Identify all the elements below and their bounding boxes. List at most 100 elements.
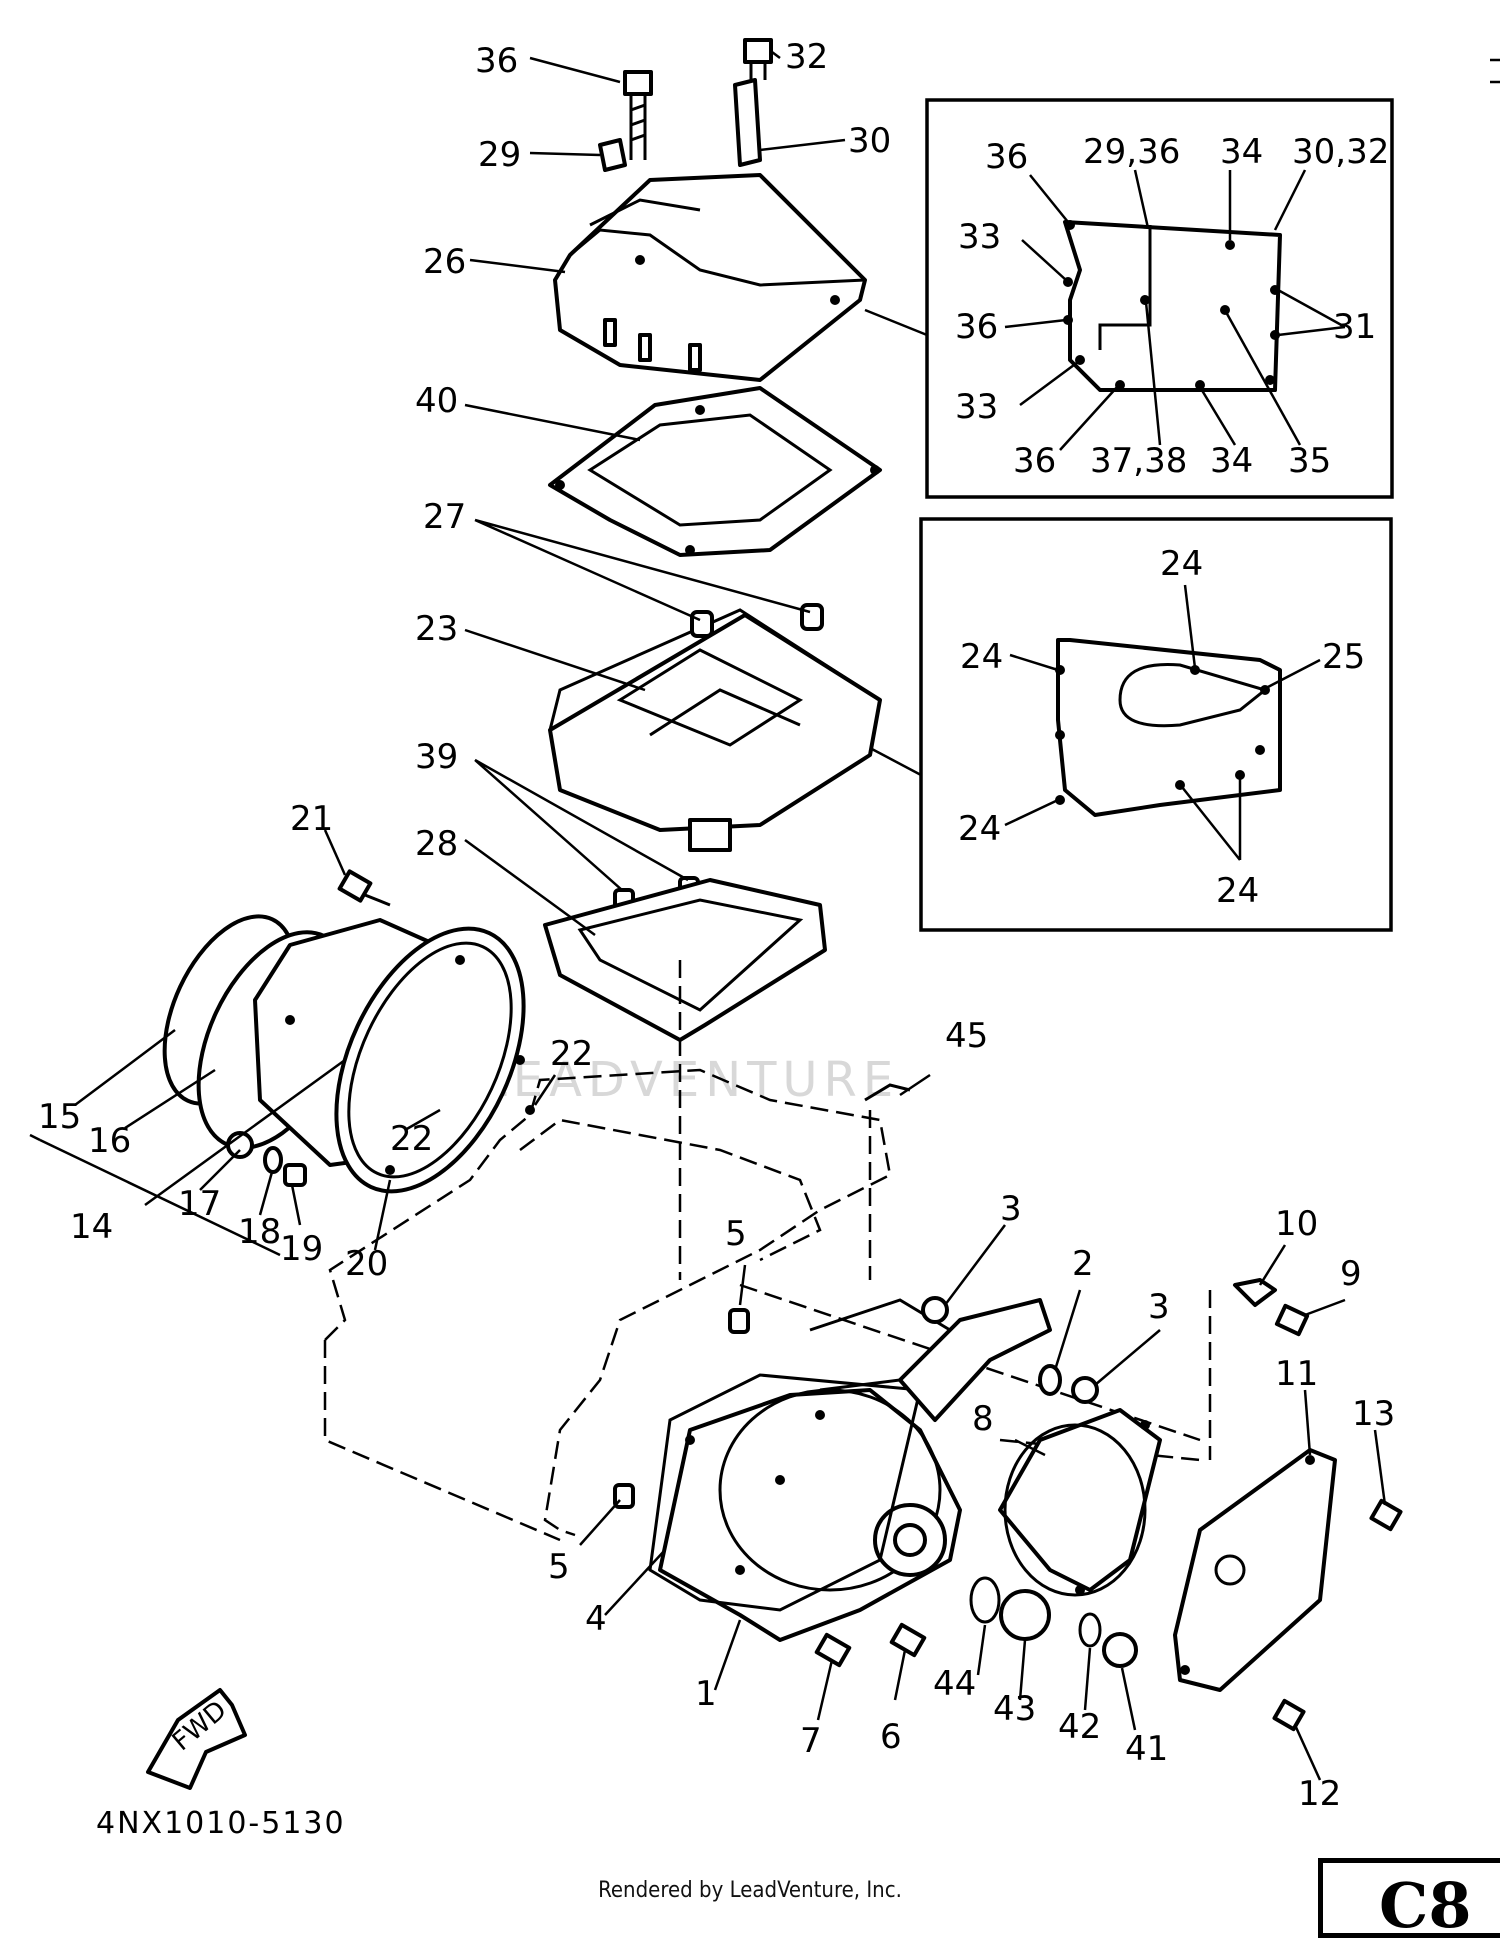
footer-credit: Rendered by LeadVenture, Inc.	[598, 1878, 902, 1903]
inset-callout-34b: 34	[1210, 441, 1253, 481]
cover-11	[1173, 1448, 1337, 1692]
inset-callout-30-32: 30,32	[1292, 132, 1389, 172]
callout-29: 29	[478, 135, 521, 175]
breather-bracket	[898, 1298, 1052, 1422]
gasket-28	[543, 878, 827, 1042]
washer-2	[1038, 1364, 1062, 1396]
inset-callout-35: 35	[1288, 441, 1331, 481]
callout-42: 42	[1058, 1707, 1101, 1747]
bolt-13	[1369, 1498, 1403, 1532]
callout-7: 7	[800, 1721, 822, 1761]
gasket-40	[548, 386, 882, 557]
plug-27b	[800, 603, 824, 631]
inset-callout-34a: 34	[1220, 132, 1263, 172]
callout-3b: 3	[1148, 1287, 1170, 1327]
inset-callout-31: 31	[1333, 307, 1376, 347]
inset-callout-25: 25	[1322, 637, 1365, 677]
bolt-12	[1272, 1698, 1306, 1732]
edge-mark	[1490, 58, 1500, 84]
inset-callout-33b: 33	[955, 387, 998, 427]
bolt-6	[889, 1622, 927, 1658]
callout-32: 32	[785, 37, 828, 77]
callout-11: 11	[1275, 1354, 1318, 1394]
callout-45: 45	[945, 1016, 988, 1056]
callout-40: 40	[415, 381, 458, 421]
callout-5b: 5	[548, 1547, 570, 1587]
callout-3a: 3	[1000, 1189, 1022, 1229]
crankcase-cover-1	[658, 1298, 962, 1642]
callout-16: 16	[88, 1121, 131, 1161]
seal-3b	[1071, 1376, 1099, 1404]
bolt-9	[1274, 1303, 1310, 1337]
inset-callout-36a: 36	[985, 137, 1028, 177]
plug-27a	[690, 610, 714, 638]
fwd-arrow: FWD	[146, 1688, 247, 1790]
seal-3a	[921, 1296, 949, 1324]
page-code: C8	[1379, 1869, 1472, 1942]
callout-23: 23	[415, 609, 458, 649]
inset-callout-36b: 36	[955, 307, 998, 347]
plug-41	[1102, 1632, 1138, 1668]
oil-pan-cover	[553, 173, 867, 382]
gasket-4	[648, 1373, 922, 1612]
callout-12: 12	[1298, 1774, 1341, 1814]
callout-10: 10	[1275, 1204, 1318, 1244]
inset-callout-33a: 33	[958, 217, 1001, 257]
callout-14: 14	[70, 1207, 113, 1247]
callout-1: 1	[695, 1674, 717, 1714]
bolt-19	[283, 1163, 307, 1187]
callout-44: 44	[933, 1664, 976, 1704]
inset-callout-24a: 24	[1160, 544, 1203, 584]
callout-17: 17	[178, 1184, 221, 1224]
cover-8	[998, 1408, 1162, 1597]
callouts-inset-bottom: 24 24 25 24 24	[958, 544, 1365, 911]
inset-callout-24c: 24	[958, 809, 1001, 849]
callout-19: 19	[280, 1229, 323, 1269]
callout-9: 9	[1340, 1254, 1362, 1294]
inset-callout-36c: 36	[1013, 441, 1056, 481]
bolt-21	[337, 869, 391, 907]
inset-bottom-frame	[919, 517, 1393, 932]
callout-2: 2	[1072, 1244, 1094, 1284]
inset-callout-37-38: 37,38	[1090, 441, 1187, 481]
bracket-30	[733, 78, 762, 167]
callout-22b: 22	[390, 1119, 433, 1159]
callout-36: 36	[475, 41, 518, 81]
callout-5a: 5	[725, 1214, 747, 1254]
o-ring-44	[969, 1576, 1001, 1624]
callout-41: 41	[1125, 1729, 1168, 1769]
callout-8: 8	[972, 1399, 994, 1439]
clip-10	[1233, 1278, 1277, 1307]
callout-18: 18	[238, 1212, 281, 1252]
plug-43	[999, 1589, 1051, 1641]
generator-cover-assembly	[162, 914, 535, 1194]
callout-15: 15	[38, 1097, 81, 1137]
washer-29	[598, 138, 627, 172]
dowel-5b	[728, 1308, 750, 1334]
callout-21: 21	[290, 799, 333, 839]
callout-4: 4	[585, 1599, 607, 1639]
inset-callout-29-36: 29,36	[1083, 132, 1180, 172]
page-code-box: C8	[1318, 1858, 1500, 1942]
inset-leader-lines	[1004, 169, 1346, 861]
callout-20: 20	[345, 1244, 388, 1284]
diagram-code: 4NX1010-5130	[96, 1806, 346, 1841]
crankcase-outline	[323, 960, 1212, 1542]
callout-30: 30	[848, 121, 891, 161]
inset-callout-24d: 24	[1216, 871, 1259, 911]
leader-lines	[29, 51, 1387, 1781]
callout-26: 26	[423, 242, 466, 282]
callout-43: 43	[993, 1689, 1036, 1729]
callout-39: 39	[415, 737, 458, 777]
callout-22a: 22	[550, 1034, 593, 1074]
callout-28: 28	[415, 824, 458, 864]
inset-callout-24b: 24	[960, 637, 1003, 677]
washer-18	[263, 1146, 283, 1174]
o-ring-42	[1078, 1612, 1102, 1648]
bolt-32	[743, 38, 773, 80]
bolt-7	[814, 1632, 852, 1668]
bolt-36	[623, 70, 653, 160]
oil-pan	[548, 608, 882, 852]
callouts-main: 36 32 29 30 26 40 27 23 39 28 21 15 16 1…	[38, 37, 1395, 1814]
callouts-inset-top: 36 29,36 34 30,32 33 36 31 33 36 37,38 3…	[955, 132, 1389, 481]
